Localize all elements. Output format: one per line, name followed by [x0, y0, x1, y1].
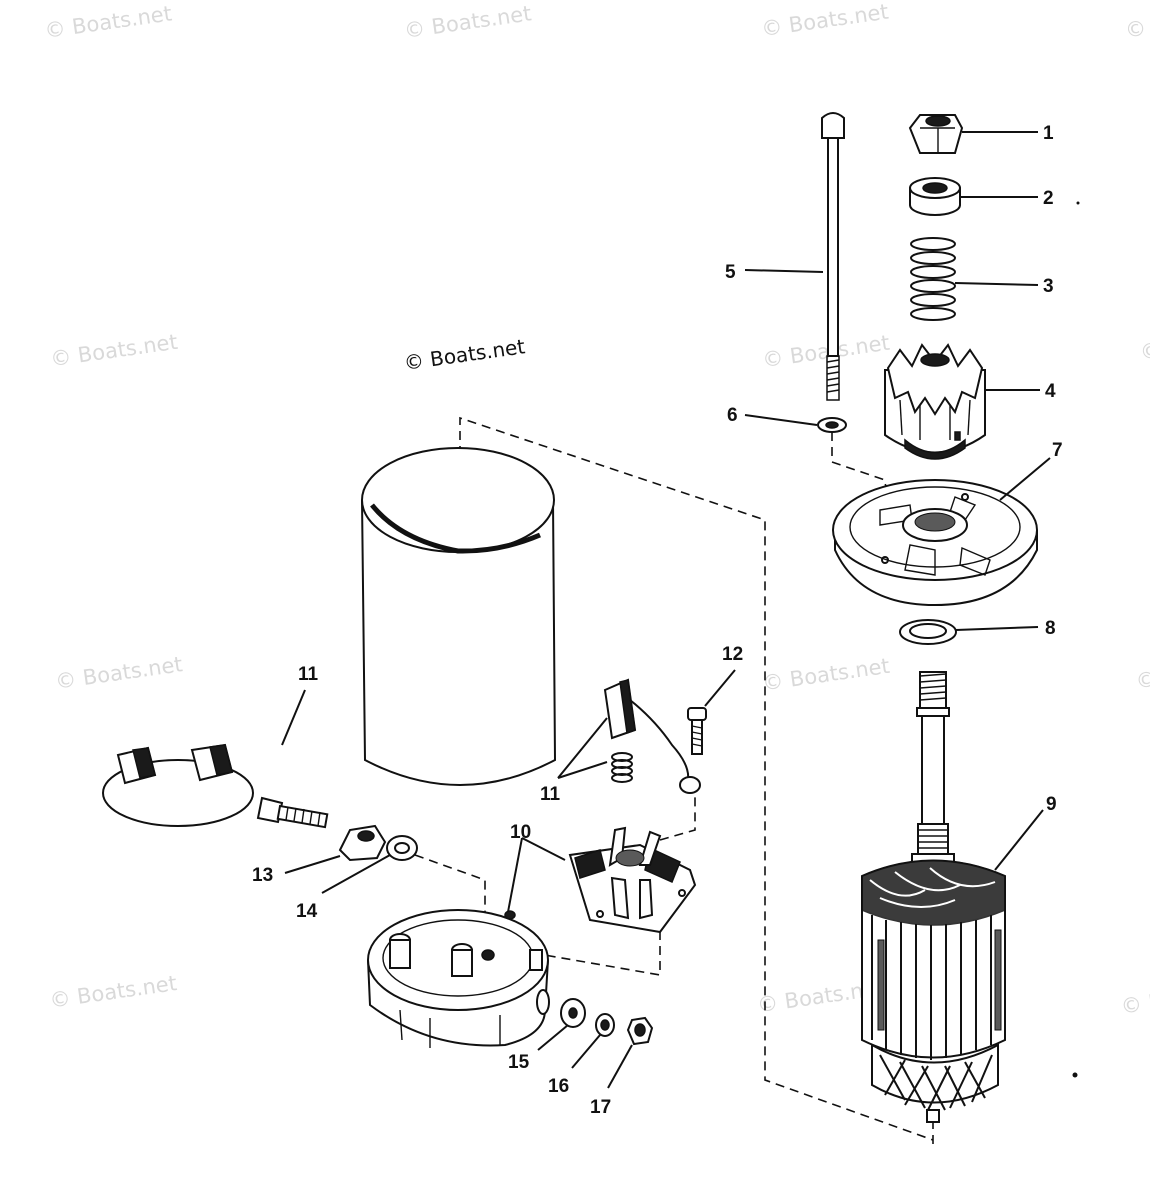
lock-washer-part-16: [595, 1013, 615, 1037]
callout-numbers: 1 2 3 4 5 6 7 8 9 10 11 11 12 13 14 15 1…: [252, 123, 1063, 1118]
spring-part: [910, 237, 956, 321]
screw-part: [687, 707, 707, 755]
washer-part-14: [386, 835, 418, 861]
hex-nut-part: [908, 114, 964, 154]
nut-part-17: [626, 1016, 654, 1046]
callout-10: 10: [510, 822, 531, 843]
callout-11-right: 11: [540, 784, 561, 805]
callout-7: 7: [1052, 440, 1063, 461]
commutator-end-cap-part: [367, 909, 550, 1048]
watermark: © Boats.net: [761, 331, 891, 373]
through-bolt-part: [821, 112, 845, 401]
watermark: © Boats.net: [1139, 323, 1150, 365]
brush-plate-part: [568, 826, 697, 934]
watermark: © Boats.net: [1124, 1, 1150, 43]
callout-11-left: 11: [298, 664, 319, 685]
watermark: © Boats.net: [54, 652, 184, 694]
callout-13: 13: [252, 865, 273, 886]
callout-15: 15: [508, 1052, 530, 1073]
watermark: © Boats.net: [1134, 652, 1150, 694]
watermark: © Boats.net: [760, 0, 890, 41]
watermark: © Boats.net: [761, 654, 891, 696]
callout-4: 4: [1045, 381, 1056, 402]
callout-3: 3: [1043, 276, 1054, 297]
armature-part: [861, 671, 1006, 1123]
thrust-washer-part: [899, 619, 957, 645]
callout-2: 2: [1043, 188, 1054, 209]
watermark-main: © Boats.net: [402, 334, 526, 375]
callout-1: 1: [1043, 123, 1054, 144]
watermark: © Boats.net: [403, 1, 533, 43]
watermark: © Boats.net: [1119, 977, 1150, 1019]
callout-16: 16: [548, 1076, 569, 1097]
callout-5: 5: [725, 262, 736, 283]
drive-end-cap-part: [832, 479, 1038, 607]
callout-8: 8: [1045, 618, 1056, 639]
brush-spring-part: [603, 678, 701, 794]
leader-lines: [281, 131, 1051, 1089]
insulator-part: [338, 824, 387, 862]
pinion-drive-part: [884, 343, 986, 460]
watermark: © Boats.net: [48, 971, 178, 1013]
callout-9: 9: [1046, 794, 1057, 815]
brush-lead-assembly-part: [102, 743, 329, 829]
lock-washer-part: [817, 417, 847, 433]
spacer-collar-part: [909, 177, 961, 216]
watermark: © Boats.net: [43, 1, 173, 43]
speck: [1072, 1072, 1078, 1078]
speck: [1076, 201, 1080, 205]
callout-17: 17: [590, 1097, 611, 1118]
watermark: © Boats.net: [49, 330, 179, 372]
washer-part-15: [560, 998, 586, 1028]
callout-14: 14: [296, 901, 318, 922]
field-frame-housing: [361, 447, 557, 786]
callout-6: 6: [727, 405, 738, 426]
callout-12: 12: [722, 644, 743, 665]
